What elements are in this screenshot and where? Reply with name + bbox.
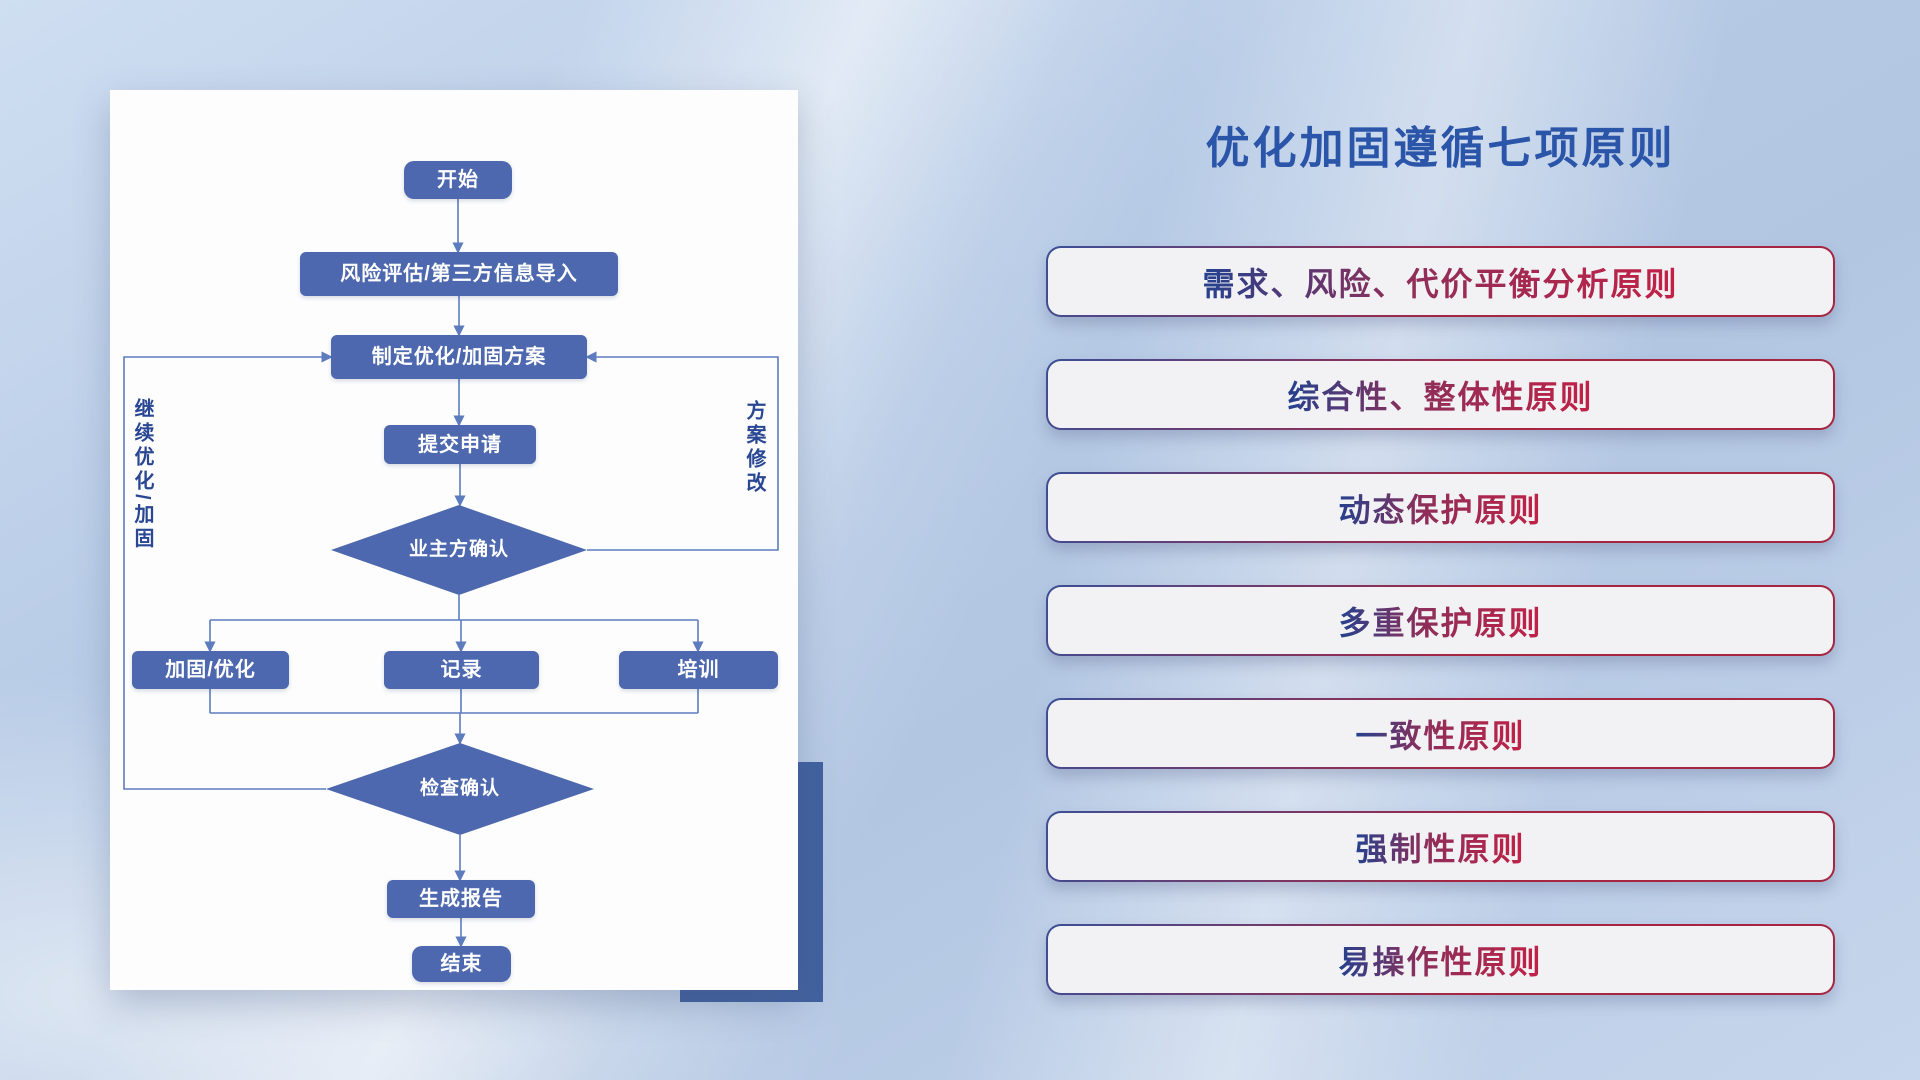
principle-pill-inner: 一致性原则: [1048, 700, 1833, 767]
flow-node-generate-report: 生成报告: [387, 880, 535, 918]
principle-label: 多重保护原则: [1338, 598, 1542, 644]
flow-node-record: 记录: [384, 651, 539, 689]
principle-pill-inner: 需求、风险、代价平衡分析原则: [1048, 248, 1833, 315]
principle-pill: 一致性原则: [1046, 698, 1835, 769]
flow-node-submit-application: 提交申请: [384, 425, 536, 464]
flow-node-start: 开始: [404, 161, 512, 199]
principle-pill: 易操作性原则: [1046, 924, 1835, 995]
flow-node-risk-assessment: 风险评估/第三方信息导入: [300, 252, 618, 296]
principle-label: 综合性、整体性原则: [1287, 372, 1593, 418]
principle-pill-inner: 强制性原则: [1048, 813, 1833, 880]
principle-label: 易操作性原则: [1338, 937, 1542, 983]
principle-pill-inner: 综合性、整体性原则: [1048, 361, 1833, 428]
principle-label: 需求、风险、代价平衡分析原则: [1202, 259, 1678, 305]
principles-list: 需求、风险、代价平衡分析原则 综合性、整体性原则 动态保护原则 多重保护原则 一…: [1046, 246, 1835, 995]
loop-label-continue-optimize: 继续优化/加固: [131, 398, 153, 552]
principle-pill-inner: 多重保护原则: [1048, 587, 1833, 654]
flow-node-reinforce-optimize: 加固/优化: [132, 651, 289, 689]
principle-pill: 综合性、整体性原则: [1046, 359, 1835, 430]
flow-node-make-plan: 制定优化/加固方案: [331, 335, 587, 379]
principle-label: 动态保护原则: [1338, 485, 1542, 531]
flow-node-end: 结束: [412, 946, 511, 982]
principle-pill-inner: 动态保护原则: [1048, 474, 1833, 541]
loop-label-plan-revision: 方案修改: [743, 400, 765, 496]
principle-pill-inner: 易操作性原则: [1048, 926, 1833, 993]
principle-pill: 动态保护原则: [1046, 472, 1835, 543]
principle-label: 强制性原则: [1355, 824, 1525, 870]
page-title: 优化加固遵循七项原则: [1205, 124, 1676, 173]
flowchart-connectors: [123, 199, 779, 948]
principle-pill: 需求、风险、代价平衡分析原则: [1046, 246, 1835, 317]
flowchart-card: 开始 风险评估/第三方信息导入 制定优化/加固方案 提交申请 业主方确认 加固/…: [110, 90, 798, 990]
flow-node-training: 培训: [619, 651, 778, 689]
principle-pill: 强制性原则: [1046, 811, 1835, 882]
principle-pill: 多重保护原则: [1046, 585, 1835, 656]
principle-label: 一致性原则: [1355, 711, 1525, 757]
